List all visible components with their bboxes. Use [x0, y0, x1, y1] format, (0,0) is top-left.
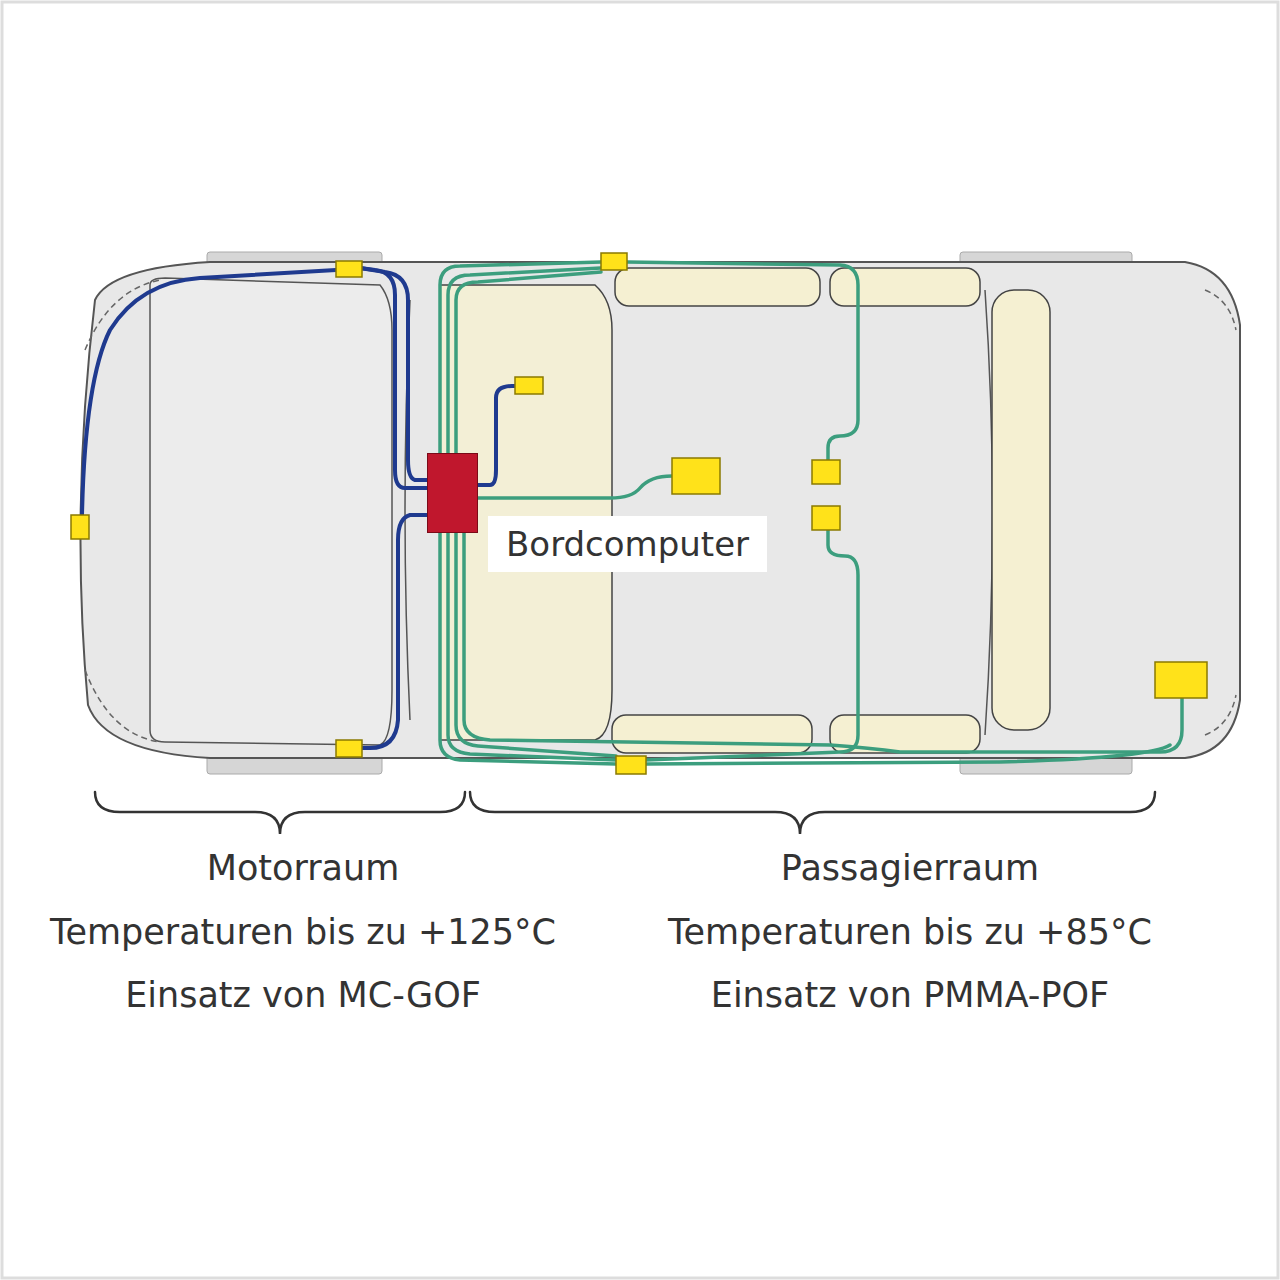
zone-label: Temperaturen bis zu +125°C: [50, 912, 556, 952]
zone-label: Passagierraum: [781, 848, 1039, 888]
zone-label: Einsatz von MC-GOF: [125, 975, 481, 1015]
zone-label: Temperaturen bis zu +85°C: [668, 912, 1152, 952]
zone-label: Motorraum: [207, 848, 400, 888]
zone-label: Einsatz von PMMA-POF: [711, 975, 1109, 1015]
computer-box: Bordcomputer: [427, 453, 478, 533]
node-label: Bordcomputer: [488, 516, 767, 572]
